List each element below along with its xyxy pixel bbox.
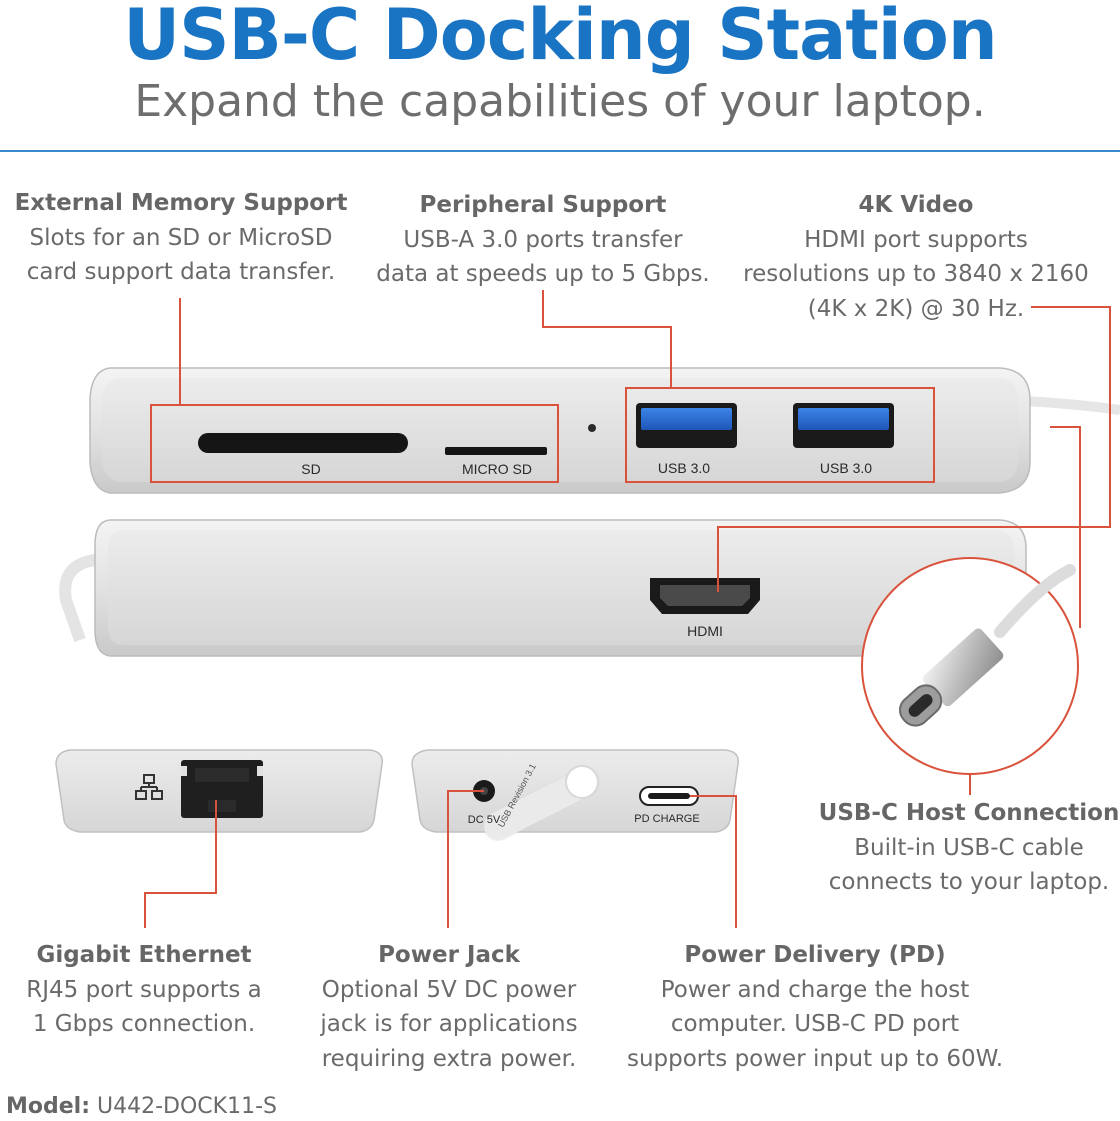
micro-sd-slot: [445, 447, 547, 455]
sd-slot: [198, 433, 408, 453]
dock-front-panel: [89, 367, 1120, 494]
feature-line: Built-in USB-C cable: [854, 834, 1084, 861]
power-end-panel: [411, 749, 739, 841]
sd-port-label: SD: [301, 461, 320, 477]
feature-line: USB-A 3.0 ports transfer: [403, 226, 683, 253]
page-subtitle: Expand the capabilities of your laptop.: [134, 76, 986, 127]
dc-port-label: DC 5V: [468, 814, 501, 826]
feature-line: 1 Gbps connection.: [32, 1011, 256, 1037]
feature-4k-video: 4K Video HDMI port supports resolutions …: [730, 188, 1102, 326]
pd-port-label: PD CHARGE: [634, 813, 699, 825]
model-number: Model: U442-DOCK11-S: [6, 1094, 277, 1119]
model-value: U442-DOCK11-S: [97, 1094, 277, 1119]
header-divider: [0, 150, 1120, 152]
feature-line: computer. USB-C PD port: [670, 1011, 960, 1037]
feature-power-delivery: Power Delivery (PD) Power and charge the…: [604, 938, 1026, 1076]
feature-power-jack: Power Jack Optional 5V DC power jack is …: [300, 938, 598, 1076]
usbc-cable-detail: [861, 557, 1079, 775]
feature-usbc-host: USB-C Host Connection Built-in USB-C cab…: [818, 796, 1120, 900]
feature-line: supports power input up to 60W.: [626, 1045, 1004, 1072]
usb-callout-box: [625, 387, 935, 483]
feature-title: USB-C Host Connection: [818, 800, 1120, 826]
feature-title: Gigabit Ethernet: [36, 942, 252, 968]
feature-line: Optional 5V DC power: [321, 976, 577, 1003]
feature-line: jack is for applications: [320, 1011, 578, 1037]
usb-port-1-label: USB 3.0: [658, 460, 710, 476]
page-title: USB-C Docking Station: [123, 0, 997, 76]
feature-title: Peripheral Support: [419, 192, 667, 218]
feature-peripheral: Peripheral Support USB-A 3.0 ports trans…: [362, 188, 724, 292]
feature-line: Power and charge the host: [660, 976, 970, 1003]
feature-line: Slots for an SD or MicroSD: [29, 224, 333, 251]
feature-title: Power Jack: [378, 942, 520, 968]
feature-line: resolutions up to 3840 x 2160: [743, 261, 1089, 287]
usb-port-2: [793, 403, 894, 448]
feature-line: RJ45 port supports a: [26, 976, 262, 1003]
feature-title: Power Delivery (PD): [684, 942, 946, 968]
feature-line: data at speeds up to 5 Gbps.: [376, 261, 710, 287]
ethernet-end-panel: [55, 749, 383, 833]
feature-line: card support data transfer.: [26, 259, 336, 285]
feature-title: External Memory Support: [14, 190, 348, 216]
dock-back-panel: [59, 519, 1027, 657]
usb-port-1: [636, 403, 737, 448]
feature-external-memory: External Memory Support Slots for an SD …: [6, 186, 356, 290]
usb-port-2-label: USB 3.0: [820, 460, 872, 476]
hdmi-port-label: HDMI: [687, 623, 723, 639]
network-icon: [135, 774, 163, 800]
memory-callout-box: [150, 404, 559, 483]
feature-line: (4K x 2K) @ 30 Hz.: [807, 295, 1025, 322]
micro-sd-port-label: MICRO SD: [462, 461, 532, 477]
feature-line: connects to your laptop.: [828, 869, 1110, 895]
status-led: [588, 424, 596, 432]
feature-gigabit-ethernet: Gigabit Ethernet RJ45 port supports a 1 …: [8, 938, 280, 1042]
feature-line: requiring extra power.: [321, 1045, 577, 1072]
feature-line: HDMI port supports: [804, 226, 1028, 253]
model-label: Model:: [6, 1094, 91, 1119]
rj45-port: [181, 760, 263, 818]
feature-title: 4K Video: [858, 192, 974, 218]
callout-lines: [144, 290, 1111, 928]
